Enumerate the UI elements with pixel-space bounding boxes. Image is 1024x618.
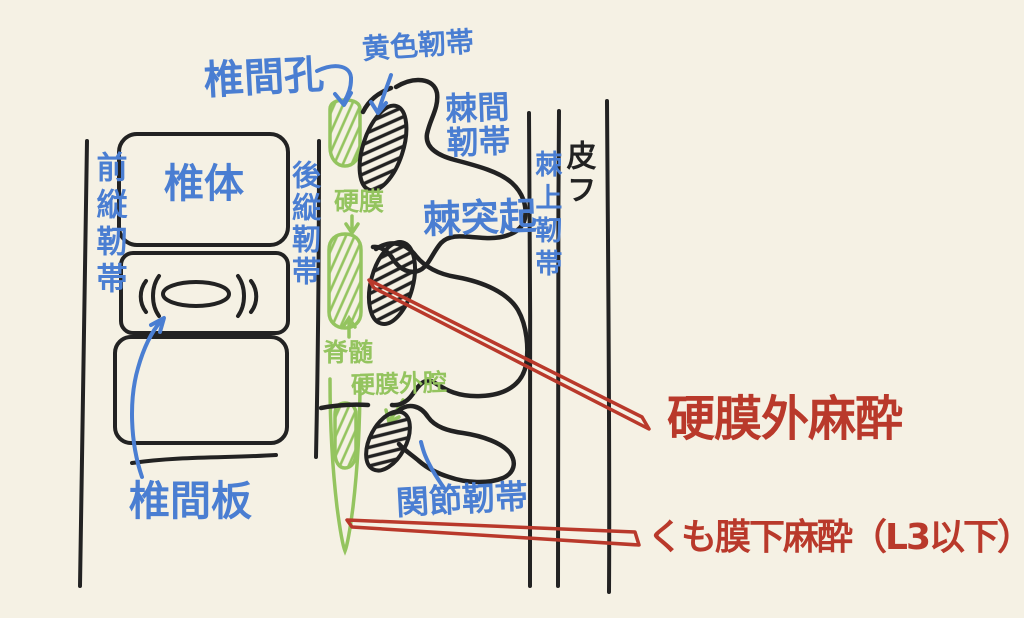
label-vertebral-body: 椎体 (164, 161, 244, 207)
articular-pointer-line (419, 440, 446, 490)
spinal-needle-line (345, 518, 641, 547)
lamina-line (318, 402, 371, 411)
label-anterior-longitudinal-ligament: 前縦靭帯 (90, 151, 127, 299)
epidural-needle-line (367, 278, 651, 431)
ligamentum-flavum-1 (357, 103, 409, 193)
needle-annotations (345, 278, 651, 547)
label-intervertebral-disc: 椎間板 (129, 477, 252, 525)
spinal-cord-segment-top (328, 98, 362, 168)
flavum-arrow-shaft (377, 73, 393, 112)
supraspinous-ligament-line-front (527, 111, 533, 588)
disc-arrow-head (149, 316, 166, 334)
longitudinal-lines (78, 99, 612, 594)
disc-arrow-shaft (130, 319, 163, 479)
vertebral-body-outline-1 (117, 132, 290, 247)
next-disc-line (130, 453, 278, 465)
spinal-cord-segment-bottom (333, 401, 358, 470)
dural-sac-tail-outline (328, 377, 362, 556)
cord-arrow-head (341, 314, 357, 329)
annotation-epidural-anesthesia: 硬膜外麻酔 (667, 391, 903, 447)
spinous-process-1 (370, 77, 528, 275)
disc-paren-left-inner (151, 274, 161, 318)
disc-paren-right-outer (249, 279, 259, 314)
blue-arrows (130, 64, 446, 490)
label-interspinous-ligament: 棘間靭帯 (444, 87, 512, 162)
label-ligamentum-flavum: 黄色靭帯 (360, 25, 476, 66)
anterior-longitudinal-ligament-line (78, 139, 89, 588)
disc-paren-right-inner (236, 274, 246, 318)
annotation-spinal-anesthesia: くも膜下麻酔（L3以下） (647, 517, 1024, 558)
supraspinous-ligament-line-back (555, 109, 561, 588)
label-posterior-longitudinal-ligament: 後縦靭帯 (287, 160, 322, 288)
dura-arrow-head (344, 222, 360, 237)
flavum-arrow-head (369, 100, 388, 115)
skin-line (605, 99, 612, 594)
label-intervertebral-foramen: 椎間孔 (202, 51, 326, 105)
disc-paren-left-outer (138, 279, 148, 314)
disc-space-outline (119, 251, 290, 335)
label-articular-ligament: 関節靭帯 (395, 476, 529, 523)
label-spinal-cord: 脊髄 (323, 338, 374, 367)
label-epidural-space: 硬膜外腔 (350, 368, 448, 400)
vertebral-body-outline-2 (113, 335, 289, 445)
spinal-cord-segment-middle (327, 232, 363, 330)
vertebral-column (113, 132, 290, 465)
label-spinous-process: 棘突起 (422, 194, 538, 242)
posterior-longitudinal-ligament-line (314, 139, 321, 459)
label-skin: 皮フ (560, 140, 596, 208)
ligamentum-flavum-3 (364, 409, 412, 473)
label-supraspinous-ligament: 棘上靭帯 (530, 150, 562, 282)
disc-nucleus (161, 280, 231, 308)
foramen-arrow-head (333, 91, 353, 107)
spinous-process-3 (395, 403, 517, 485)
label-dura-mater: 硬膜 (334, 187, 385, 216)
